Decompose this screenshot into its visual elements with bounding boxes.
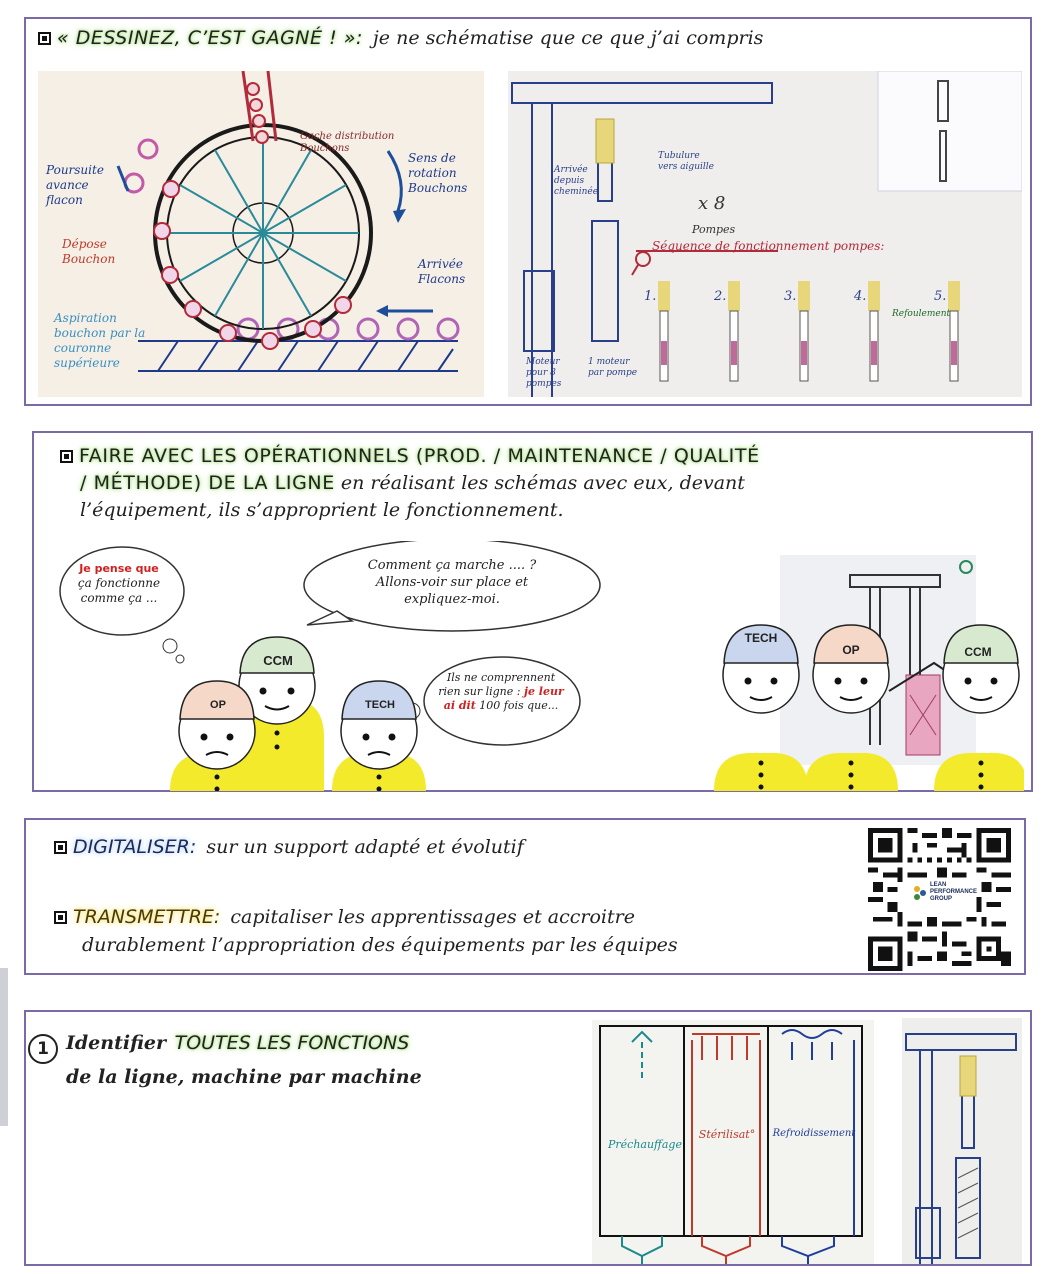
section1-title: « DESSINEZ, C’EST GAGNÉ ! »: je ne schém…: [38, 27, 763, 49]
checkbox-bullet-icon: [54, 911, 67, 924]
checkbox-bullet-icon: [38, 32, 51, 45]
pump-cutout-drawing: [902, 1018, 1022, 1264]
helmet-label-op-right: OP: [842, 643, 860, 657]
photo2-label-tubulure: Tubulure vers aiguille: [658, 151, 714, 172]
photo2-step-1: 1.: [644, 289, 657, 304]
logo-text-lean: LEAN: [930, 882, 947, 888]
photo1-label-aspiration: Aspiration bouchon par la couronne supér…: [54, 311, 146, 370]
helmet-label-tech-right: TECH: [744, 631, 778, 645]
team-at-equipment-illustration: [714, 624, 1024, 791]
identifier-caps: TOUTES LES FONCTIONS: [174, 1032, 410, 1054]
lean-logo-icon: [914, 886, 926, 900]
digitaliser-rest: sur un support adapté et évolutif: [206, 836, 524, 858]
section2-title-line1: FAIRE AVEC LES OPÉRATIONNELS (PROD. / MA…: [79, 445, 760, 467]
photo2-label-refoulement: Refoulement: [892, 309, 951, 319]
identifier-pre: Identifier: [66, 1032, 166, 1054]
team-discussion-illustration: [59, 541, 601, 791]
bubble-left-rest: ça fonctionne comme ça ...: [77, 576, 161, 605]
bubble-left-text: Je pense que ça fonctionne comme ça ...: [64, 561, 174, 606]
checkbox-bullet-icon: [60, 450, 73, 463]
panel-faire-avec: FAIRE AVEC LES OPÉRATIONNELS (PROD. / MA…: [32, 431, 1033, 792]
functions-drawing: [592, 1020, 874, 1264]
bubble-right-post: 100 fois que...: [479, 699, 559, 712]
photo1-label-arrivee: Arrivée Flacons: [418, 257, 466, 286]
digitaliser-caps: DIGITALISER:: [73, 836, 197, 858]
qr-code-icon: [868, 828, 1011, 971]
helmet-label-ccm-left: CCM: [263, 653, 293, 668]
helmet-label-ccm-right: CCM: [964, 645, 992, 659]
panel-digitaliser: DIGITALISER: sur un support adapté et év…: [24, 818, 1026, 975]
qr-logo: LEAN PERFORMANCE GROUP: [912, 880, 977, 914]
identifier-line1: Identifier TOUTES LES FONCTIONS: [66, 1032, 409, 1054]
section2-title: FAIRE AVEC LES OPÉRATIONNELS (PROD. / MA…: [60, 443, 1020, 524]
pump-drawing: [508, 71, 1022, 397]
photo-pump-cutout: [902, 1018, 1022, 1264]
bubble-left-red: Je pense que: [79, 562, 159, 575]
step-number: 1: [37, 1039, 49, 1059]
bubble-right-red: je leur ai dit: [443, 685, 564, 712]
photo-functions-whiteboard: Préchauffage Stérilisat° Refroidissement: [592, 1020, 874, 1264]
logo-text-group: GROUP: [930, 896, 953, 902]
photo2-step-2: 2.: [714, 289, 727, 304]
label-refroidissement: Refroidissement: [772, 1128, 856, 1139]
qr-code[interactable]: LEAN PERFORMANCE GROUP: [868, 828, 1011, 971]
photo-star-wheel-sketch: Poursuite avance flacon Dépose Bouchon A…: [38, 71, 484, 397]
section1-title-rest: je ne schématise que ce que j’ai compris: [372, 27, 764, 49]
panel-dessinez: « DESSINEZ, C’EST GAGNÉ ! »: je ne schém…: [24, 17, 1032, 406]
photo2-step-4: 4.: [854, 289, 867, 304]
section2-title-line2-rest: en réalisant les schémas avec eux, devan…: [340, 472, 745, 494]
photo2-label-sequence: Séquence de fonctionnement pompes:: [652, 239, 885, 253]
photo1-label-sens: Sens de rotation Bouchons: [408, 151, 468, 195]
logo-text-performance: PERFORMANCE: [930, 889, 978, 895]
photo2-step-5: 5.: [934, 289, 947, 304]
photo-pump-sequence-sketch: Tubulure vers aiguille Arrivée depuis ch…: [508, 71, 1022, 397]
photo2-label-pompes: Pompes: [692, 223, 736, 236]
label-sterilisation: Stérilisat°: [698, 1128, 756, 1141]
photo2-label-moteur1: 1 moteur par pompe: [588, 357, 638, 378]
helmet-label-tech-left: TECH: [365, 699, 395, 711]
helmet-label-op-left: OP: [210, 699, 226, 711]
section2-title-line3: l’équipement, ils s’approprient le fonct…: [80, 499, 564, 521]
photo1-label-depose: Dépose Bouchon: [62, 237, 116, 266]
photo2-label-moteur8: Moteur pour 8 pompes: [526, 357, 562, 389]
label-prechauffage: Préchauffage: [608, 1138, 682, 1151]
photo2-label-x8: x 8: [698, 193, 726, 214]
digitaliser-line: DIGITALISER: sur un support adapté et év…: [54, 836, 524, 858]
page-edge-tab: [0, 968, 8, 1126]
transmettre-caps: TRANSMETTRE:: [73, 906, 221, 928]
photo1-label-poursuite: Poursuite avance flacon: [46, 163, 104, 207]
identifier-line2: de la ligne, machine par machine: [66, 1066, 422, 1088]
bubble-right-pre: Ils ne comprennent rien sur ligne :: [438, 671, 556, 698]
photo1-label-gache: Gache distribution Bouchons: [300, 131, 395, 154]
bubble-top-text: Comment ça marche .... ? Allons-voir sur…: [367, 558, 537, 607]
step-number-badge: 1: [28, 1034, 58, 1064]
bubble-right-text: Ils ne comprennent rien sur ligne : je l…: [434, 671, 568, 713]
transmettre-line3: durablement l’appropriation des équipeme…: [82, 934, 678, 956]
transmettre-rest: capitaliser les apprentissages et accroi…: [230, 906, 635, 928]
section1-title-caps: « DESSINEZ, C’EST GAGNÉ ! »:: [57, 27, 363, 49]
photo2-label-arrivee: Arrivée depuis cheminée: [554, 165, 599, 197]
transmettre-line: TRANSMETTRE: capitaliser les apprentissa…: [54, 906, 635, 928]
checkbox-bullet-icon: [54, 841, 67, 854]
section2-title-line2-caps: / MÉTHODE) DE LA LIGNE: [80, 472, 335, 494]
photo2-step-3: 3.: [784, 289, 797, 304]
panel-identifier: 1 Identifier TOUTES LES FONCTIONS de la …: [24, 1010, 1032, 1266]
star-wheel-drawing: [38, 71, 484, 397]
